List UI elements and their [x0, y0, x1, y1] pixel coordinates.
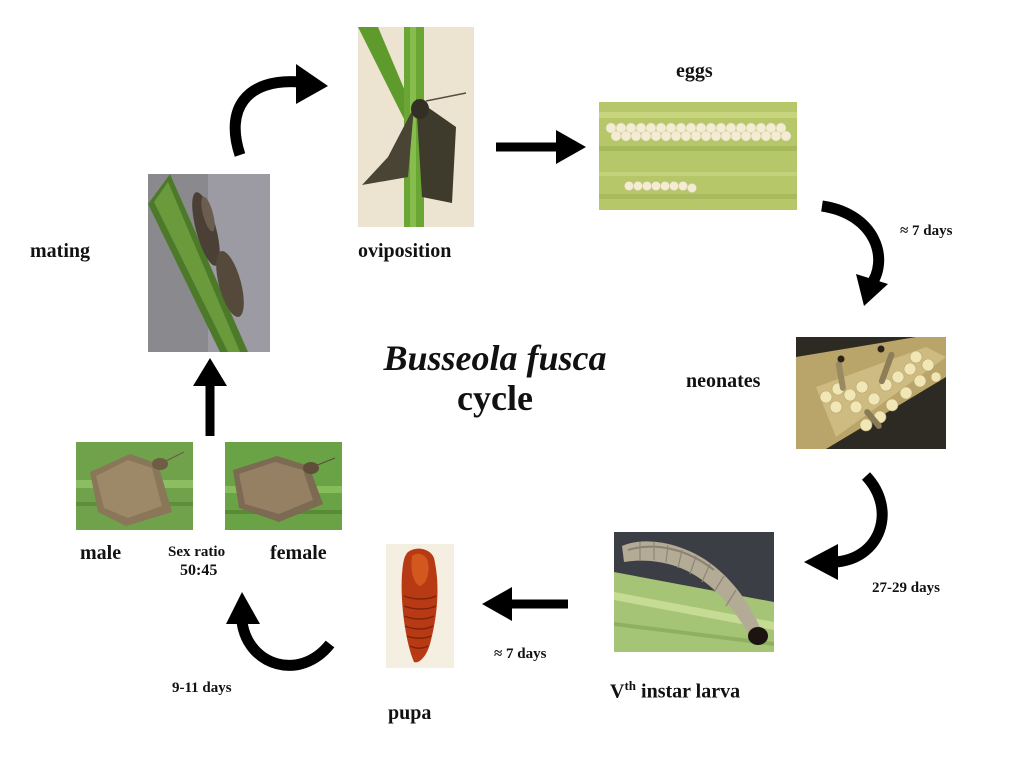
sex-ratio-value: 50:45 [180, 562, 218, 579]
duration-neonates-to-larva: 27-29 days [872, 580, 940, 596]
eggs-photo [599, 102, 797, 210]
label-larva-prefix: V [610, 680, 625, 703]
female-photo [225, 442, 342, 530]
diagram-title: Busseola fusca cycle [360, 338, 630, 418]
arrowhead-adults [226, 592, 260, 624]
arrow-pupa-to-adults [236, 620, 335, 671]
arrowhead-eggs [556, 130, 586, 164]
duration-larva-to-pupa: ≈ 7 days [494, 646, 547, 662]
arrow-neonates-to-larva [833, 472, 888, 568]
label-male: male [80, 542, 122, 564]
duration-pupa-to-adults: 9-11 days [172, 680, 232, 696]
male-photo [76, 442, 193, 530]
arrow-mating-to-oviposition [229, 76, 301, 157]
arrowhead-pupa [482, 587, 512, 621]
label-larva-sup: th [624, 678, 637, 693]
mating-photo [148, 174, 270, 352]
label-pupa: pupa [388, 702, 432, 724]
larva-photo [614, 532, 774, 652]
label-oviposition: oviposition [358, 240, 452, 262]
arrowhead-oviposition [296, 64, 328, 104]
title-cycle: cycle [457, 378, 533, 418]
arrowhead-larva [804, 544, 838, 580]
arrowhead-neonates [856, 274, 888, 306]
neonates-photo [796, 337, 946, 449]
pupa-photo [386, 544, 454, 668]
oviposition-photo [358, 27, 474, 227]
label-larva: Vth instar larva [610, 678, 740, 704]
label-mating: mating [30, 240, 90, 262]
duration-eggs-to-neonates: ≈ 7 days [900, 223, 953, 239]
arrow-eggs-to-neonates [820, 200, 885, 290]
label-eggs: eggs [676, 60, 713, 82]
label-female: female [270, 542, 327, 564]
sex-ratio-label: Sex ratio [168, 544, 226, 560]
arrowhead-mating [193, 358, 227, 386]
label-neonates: neonates [686, 370, 761, 392]
label-larva-suffix: instar larva [636, 680, 741, 703]
title-species: Busseola fusca [383, 338, 607, 378]
